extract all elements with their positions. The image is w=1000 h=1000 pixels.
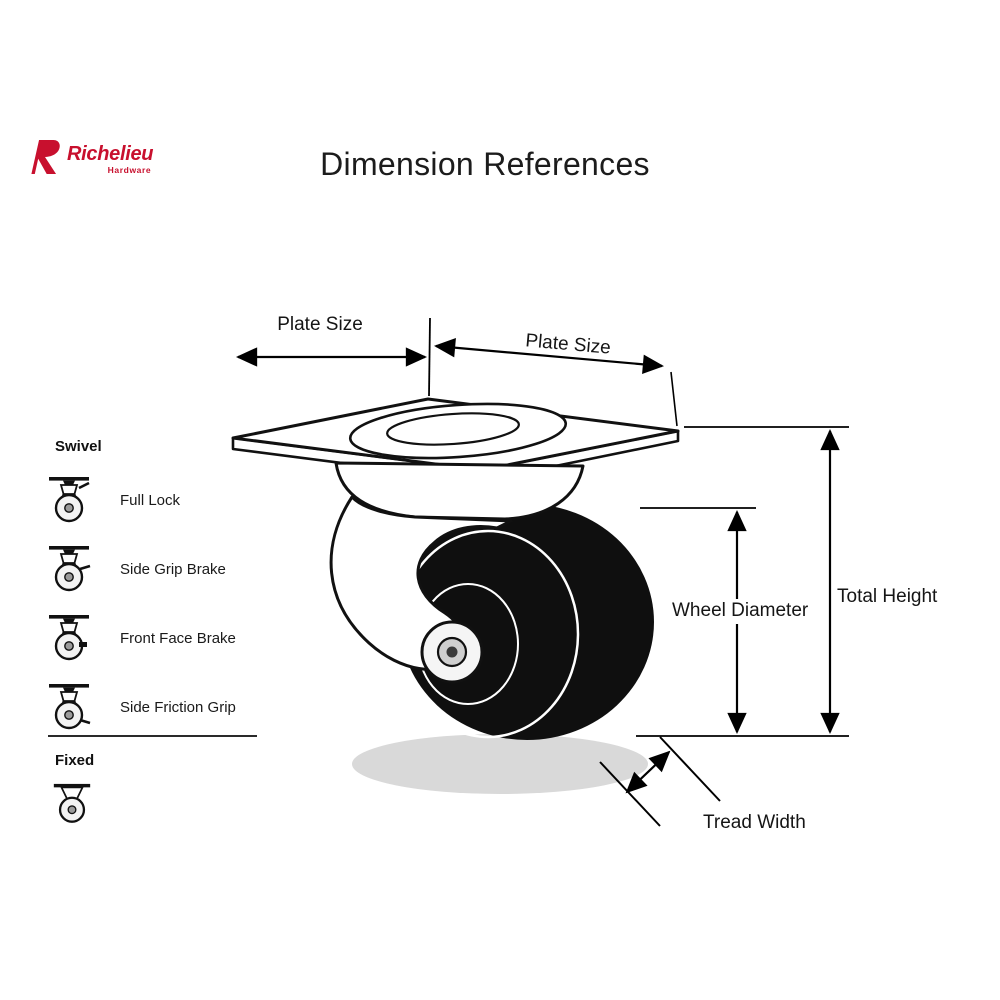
tread-width-label: Tread Width xyxy=(703,812,806,833)
dimension-annotations xyxy=(235,317,849,827)
caster-illustration xyxy=(231,397,680,794)
legend-item-label: Side Grip Brake xyxy=(120,560,226,578)
tread-width-dimension xyxy=(599,736,721,827)
wheel-diameter-label: Wheel Diameter xyxy=(667,599,814,624)
legend-divider xyxy=(48,735,257,737)
swivel-caster-front-face-brake-icon xyxy=(46,613,92,663)
swivel-caster-side-grip-brake-icon xyxy=(46,544,91,594)
page-title: Dimension References xyxy=(320,146,650,182)
legend-heading-swivel: Swivel xyxy=(55,438,102,455)
legend-item-label: Front Face Brake xyxy=(120,629,236,647)
total-height-label: Total Height xyxy=(832,585,943,610)
logo-text: Richelieu Hardware xyxy=(67,138,154,175)
legend-item-front-face-brake: Front Face Brake xyxy=(46,610,236,666)
legend-item-side-friction-grip: Side Friction Grip xyxy=(46,679,236,735)
fork-leg xyxy=(329,495,513,671)
legend-heading-fixed: Fixed xyxy=(55,752,95,769)
legend-item-side-grip-brake: Side Grip Brake xyxy=(46,541,226,597)
swivel-housing xyxy=(334,461,585,521)
caster-shadow xyxy=(352,734,648,794)
logo-r-mark xyxy=(31,140,60,174)
plate-size-left-dimension xyxy=(235,317,431,397)
legend-item-label: Full Lock xyxy=(120,491,181,509)
caster-fork xyxy=(329,461,585,684)
swivel-caster-side-friction-grip-icon xyxy=(46,682,91,732)
total-height-dimension xyxy=(636,426,849,737)
logo-subbrand: Hardware xyxy=(107,165,152,175)
richelieu-logo: Richelieu Hardware xyxy=(28,138,154,176)
legend-item-label: Side Friction Grip xyxy=(120,698,236,716)
legend-item-full-lock: Full Lock xyxy=(46,472,180,528)
fixed-caster-icon xyxy=(50,780,94,828)
plate-size-left-label: Plate Size xyxy=(277,314,363,335)
plate-size-right-dimension xyxy=(433,338,678,427)
logo-brand: Richelieu xyxy=(67,143,154,165)
swivel-caster-full-lock-icon xyxy=(46,475,92,525)
richelieu-logo-icon xyxy=(31,140,60,174)
